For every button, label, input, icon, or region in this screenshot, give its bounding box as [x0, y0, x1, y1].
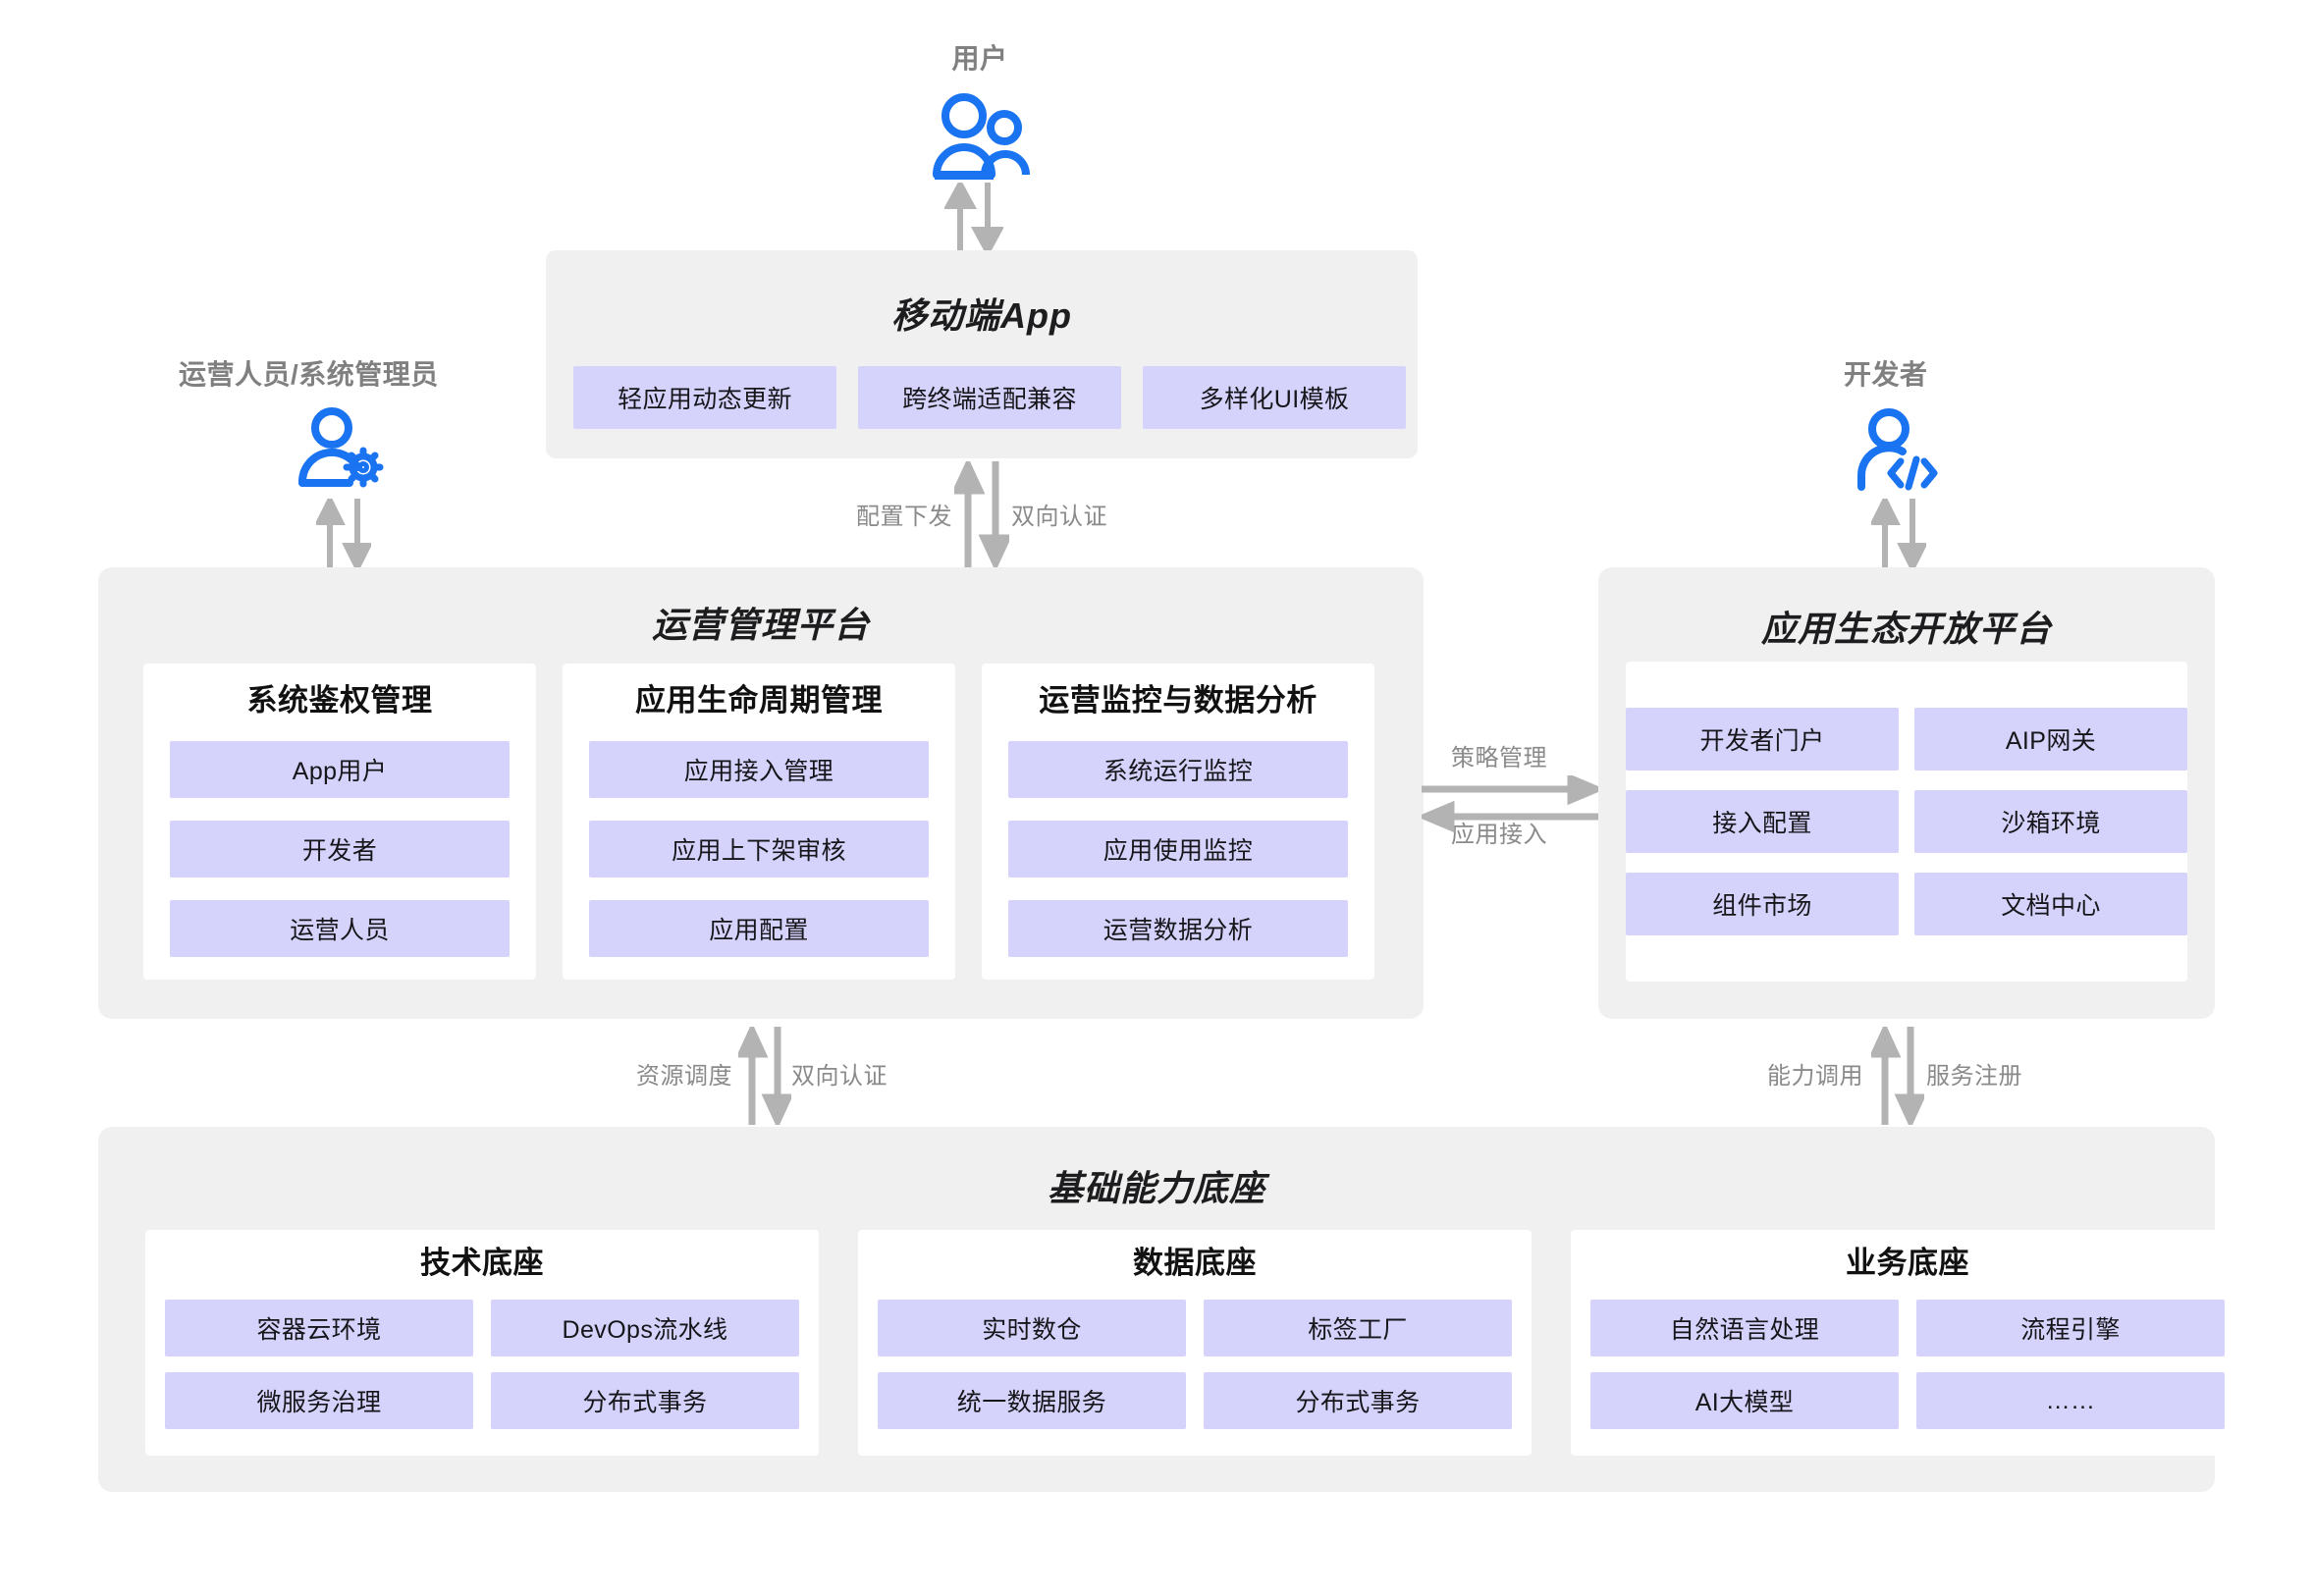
- mobile-app-title: 移动端App: [891, 295, 1072, 336]
- foundation-chip[interactable]: 分布式事务: [1204, 1372, 1512, 1429]
- eco-chip[interactable]: 组件市场: [1626, 873, 1899, 935]
- mobile-app-panel: 移动端App 轻应用动态更新 跨终端适配兼容 多样化UI模板: [546, 250, 1418, 458]
- mobile-app-chip[interactable]: 轻应用动态更新: [573, 366, 836, 429]
- eco-chip[interactable]: 接入配置: [1626, 790, 1899, 853]
- arrow-eco-to-foundation: [1868, 1022, 1927, 1130]
- ops-chip[interactable]: 应用配置: [589, 900, 929, 957]
- foundation-column-title: 业务底座: [1846, 1246, 1969, 1280]
- conn-label-mutual-auth-2: 双向认证: [791, 1063, 888, 1090]
- foundation-chip[interactable]: 实时数仓: [878, 1300, 1186, 1357]
- foundation-chip[interactable]: 流程引擎: [1916, 1300, 2225, 1357]
- ops-column-auth: 系统鉴权管理 App用户 开发者 运营人员: [143, 664, 536, 980]
- foundation-chip[interactable]: 标签工厂: [1204, 1300, 1512, 1357]
- conn-label-resource-sched: 资源调度: [636, 1063, 732, 1090]
- conn-label-mutual-auth: 双向认证: [1011, 504, 1107, 530]
- mobile-app-chip[interactable]: 跨终端适配兼容: [858, 366, 1121, 429]
- ops-chip[interactable]: 应用使用监控: [1008, 821, 1348, 878]
- user-gear-icon: [295, 406, 393, 500]
- eco-chip[interactable]: AIP网关: [1914, 708, 2187, 771]
- arrow-ops-to-foundation: [735, 1022, 794, 1130]
- actor-label-user: 用户: [951, 43, 1008, 74]
- ops-column-title: 系统鉴权管理: [246, 683, 433, 718]
- arrow-app-to-ops: [950, 456, 1013, 572]
- arrow-operator-to-ops: [314, 494, 373, 574]
- users-icon: [923, 88, 1041, 191]
- foundation-chip[interactable]: 容器云环境: [165, 1300, 473, 1357]
- actor-label-developer: 开发者: [1844, 359, 1928, 390]
- foundation-columns: 技术底座 容器云环境 DevOps流水线 微服务治理 分布式事务 数据底座 实时…: [145, 1230, 2244, 1456]
- eco-chip-grid: 开发者门户 AIP网关 接入配置 沙箱环境 组件市场 文档中心: [1626, 708, 2187, 935]
- foundation-chip-grid: 自然语言处理 流程引擎 AI大模型 ……: [1571, 1300, 2244, 1429]
- conn-label-capability-call: 能力调用: [1767, 1063, 1863, 1090]
- conn-label-service-register: 服务注册: [1926, 1063, 2022, 1090]
- foundation-column-data: 数据底座 实时数仓 标签工厂 统一数据服务 分布式事务: [858, 1230, 1532, 1456]
- eco-chip[interactable]: 文档中心: [1914, 873, 2187, 935]
- eco-chip[interactable]: 开发者门户: [1626, 708, 1899, 771]
- eco-platform-panel: 应用生态开放平台 开发者门户 AIP网关 接入配置 沙箱环境 组件市场 文档中心: [1598, 567, 2215, 1019]
- foundation-chip-grid: 实时数仓 标签工厂 统一数据服务 分布式事务: [858, 1300, 1532, 1429]
- foundation-chip[interactable]: 统一数据服务: [878, 1372, 1186, 1429]
- arrow-ops-to-eco: [1417, 772, 1605, 839]
- foundation-chip[interactable]: 分布式事务: [491, 1372, 799, 1429]
- ops-platform-panel: 运营管理平台 系统鉴权管理 App用户 开发者 运营人员 应用生命周期管理 应用…: [98, 567, 1424, 1019]
- foundation-column-business: 业务底座 自然语言处理 流程引擎 AI大模型 ……: [1571, 1230, 2244, 1456]
- eco-platform-title: 应用生态开放平台: [1760, 609, 2052, 649]
- ops-platform-columns: 系统鉴权管理 App用户 开发者 运营人员 应用生命周期管理 应用接入管理 应用…: [143, 664, 1374, 980]
- conn-label-config-push: 配置下发: [856, 504, 952, 530]
- foundation-chip[interactable]: AI大模型: [1590, 1372, 1899, 1429]
- mobile-app-chip-list: 轻应用动态更新 跨终端适配兼容 多样化UI模板: [573, 366, 1406, 429]
- foundation-panel: 基础能力底座 技术底座 容器云环境 DevOps流水线 微服务治理 分布式事务 …: [98, 1127, 2244, 1492]
- foundation-chip[interactable]: 自然语言处理: [1590, 1300, 1899, 1357]
- ops-chip[interactable]: 开发者: [170, 821, 510, 878]
- ops-column-monitoring: 运营监控与数据分析 系统运行监控 应用使用监控 运营数据分析: [982, 664, 1374, 980]
- ops-platform-title: 运营管理平台: [651, 605, 870, 645]
- foundation-column-title: 数据底座: [1133, 1246, 1257, 1280]
- foundation-title: 基础能力底座: [1047, 1168, 1265, 1208]
- foundation-column-tech: 技术底座 容器云环境 DevOps流水线 微服务治理 分布式事务: [145, 1230, 819, 1456]
- foundation-chip-grid: 容器云环境 DevOps流水线 微服务治理 分布式事务: [145, 1300, 819, 1429]
- eco-platform-inner: 开发者门户 AIP网关 接入配置 沙箱环境 组件市场 文档中心: [1626, 662, 2187, 982]
- foundation-chip[interactable]: 微服务治理: [165, 1372, 473, 1429]
- conn-label-policy-mgmt: 策略管理: [1451, 745, 1547, 771]
- ops-column-lifecycle: 应用生命周期管理 应用接入管理 应用上下架审核 应用配置: [563, 664, 955, 980]
- ops-column-title: 运营监控与数据分析: [1039, 683, 1318, 718]
- ops-chip[interactable]: 运营数据分析: [1008, 900, 1348, 957]
- mobile-app-chip[interactable]: 多样化UI模板: [1143, 366, 1406, 429]
- ops-chip[interactable]: App用户: [170, 741, 510, 798]
- foundation-chip[interactable]: ……: [1916, 1372, 2225, 1429]
- arrow-user-to-app: [942, 178, 1005, 258]
- ops-chip[interactable]: 应用接入管理: [589, 741, 929, 798]
- ops-chip[interactable]: 运营人员: [170, 900, 510, 957]
- ops-column-title: 应用生命周期管理: [635, 683, 883, 718]
- actor-label-operator: 运营人员/系统管理员: [179, 359, 439, 390]
- ops-chip[interactable]: 系统运行监控: [1008, 741, 1348, 798]
- foundation-chip[interactable]: DevOps流水线: [491, 1300, 799, 1357]
- eco-chip[interactable]: 沙箱环境: [1914, 790, 2187, 853]
- ops-chip[interactable]: 应用上下架审核: [589, 821, 929, 878]
- conn-label-app-access: 应用接入: [1451, 822, 1547, 848]
- foundation-column-title: 技术底座: [420, 1246, 544, 1280]
- arrow-developer-to-eco: [1869, 494, 1928, 574]
- user-code-icon: [1854, 406, 1948, 500]
